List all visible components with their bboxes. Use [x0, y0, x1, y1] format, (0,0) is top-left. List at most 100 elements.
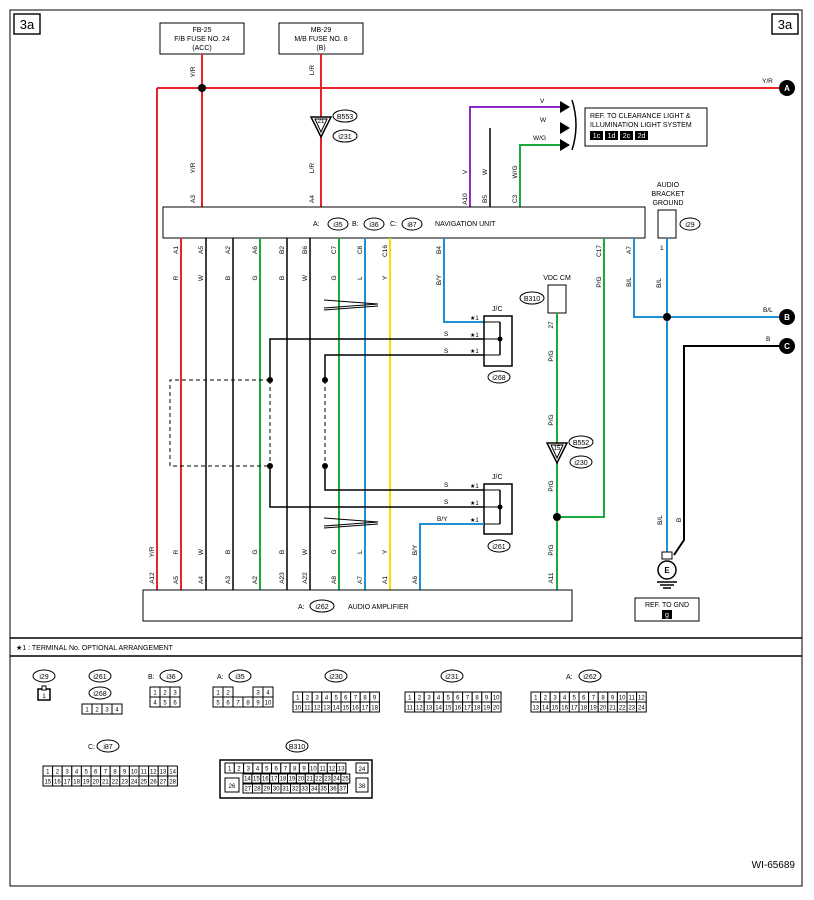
nav-top-pin-a10: A10 [462, 193, 469, 205]
conn-i230-r2-pin-11: 11 [304, 706, 311, 712]
conn-i35-r1b-pin-3: 3 [256, 691, 260, 697]
ref-gnd-code-bg [662, 610, 672, 619]
amp-wire-r: R [173, 549, 180, 554]
amp-conn-a: A: [298, 604, 305, 611]
conn-b310-r3-pin-29: 29 [263, 787, 270, 793]
amp-wire-by: B/Y [412, 544, 419, 555]
page-tag-left-text: 3a [20, 17, 35, 32]
conn-b310-r2-pin-22: 22 [315, 777, 322, 783]
right-wire-bl: B/L [763, 307, 773, 314]
conn-i230-r1-pin-8: 8 [363, 696, 367, 702]
amp-pin-a7: A7 [357, 576, 364, 584]
fuse-box-fb25 [159, 22, 245, 55]
connector-b553-symbol-inner [314, 118, 328, 134]
nav-wire-pg: P/G [596, 276, 603, 287]
jc-lower-label: J/C [492, 474, 503, 481]
conn-i262-r2-pin-16: 16 [561, 706, 568, 712]
jc-lower-s1: S [444, 482, 449, 489]
conn-i231-r2-pin-17: 17 [464, 706, 471, 712]
nav-conn-a-id: i35 [333, 222, 342, 229]
i231-tag [332, 129, 358, 143]
nav-top-wire-wg: W/G [512, 166, 519, 179]
conn-b310-r3-pin-34: 34 [311, 787, 318, 793]
nav-pin-c8: C8 [357, 245, 364, 254]
conn-i35-r2-pin-8: 8 [246, 701, 250, 707]
conn-i36-r2-cell [169, 696, 181, 708]
nav-label: NAVIGATION UNIT [435, 221, 496, 228]
conn-i262-r1-pin-6: 6 [582, 696, 586, 702]
figure-id: WI-65689 [752, 860, 796, 871]
conn-i35-r1a-pin-2: 2 [226, 691, 230, 697]
nav-pin-c17: C17 [596, 245, 603, 257]
conn-b310-right-pin: 38 [359, 784, 366, 790]
conn-b310-r2-pin-21: 21 [306, 777, 313, 783]
ground-i29-text: i29 [685, 222, 694, 229]
conn-i230-r1-pin-3: 3 [315, 696, 319, 702]
nav-conn-b-tag [363, 217, 385, 231]
i230-tag-text: i230 [574, 460, 587, 467]
conn-i35-tag [228, 669, 252, 683]
conn-i231-r2-pin-20: 20 [493, 706, 500, 712]
conn-b310-r1-pin-4: 4 [256, 767, 260, 773]
connector-marker-a [779, 80, 795, 96]
ref-gnd-code: g [665, 612, 669, 619]
conn-i36-r1-pin-3: 3 [173, 691, 177, 697]
ref-code-1d: 1d [608, 133, 616, 140]
conn-i87-r2-pin-27: 27 [160, 780, 167, 786]
nav-wire-by: B/Y [436, 274, 443, 285]
conn-b310-tag-text: B310 [289, 744, 305, 751]
jc-i261-tag-text: i261 [492, 544, 505, 551]
nav-conn-c: C: [390, 221, 397, 228]
conn-i230-r1-pin-5: 5 [335, 696, 339, 702]
conn-i230-r1-pin-7: 7 [354, 696, 358, 702]
conn-i230-r2-pin-12: 12 [314, 706, 321, 712]
jc-upper-s2: S [444, 348, 449, 355]
connector-marker-c [779, 338, 795, 354]
amp-wire-g2: G [331, 549, 338, 554]
arrow-wg [560, 139, 570, 151]
conn-i87-r1-pin-7: 7 [104, 770, 108, 776]
conn-i36-tag [159, 669, 183, 683]
amp-pin-a23: A23 [279, 572, 286, 584]
nav-pin-c7: C7 [331, 245, 338, 254]
vdc-wire-3: P/G [548, 480, 555, 491]
conn-b310-r2-pin-24: 24 [333, 777, 340, 783]
conn-i35-tag-text: i35 [235, 674, 244, 681]
conn-i230-r2-pin-18: 18 [371, 706, 378, 712]
conn-i268-pin-2: 2 [95, 708, 99, 714]
amp-pins: Y/R R W B G B W G L Y B/Y A12 A5 A4 A3 A… [149, 544, 555, 584]
marker-c-text: C [784, 342, 790, 351]
nav-pin-b4: B4 [436, 246, 443, 254]
conn-i35-r2-pin-7: 7 [236, 701, 240, 707]
vdc-wire-1: P/G [548, 350, 555, 361]
splice-yr [198, 84, 206, 92]
b552-tag-text: B552 [573, 440, 589, 447]
amp-wire-y: Y [382, 549, 389, 554]
conn-b310-r1-cell [336, 762, 347, 774]
ref-code-1c: 1c [593, 133, 601, 140]
arrow-v [560, 101, 570, 113]
conn-i262-r1-pin-11: 11 [629, 696, 636, 702]
conn-i87-r1-pin-5: 5 [85, 770, 89, 776]
conn-i87-r1-pin-10: 10 [131, 770, 138, 776]
conn-i231-r2-pin-18: 18 [474, 706, 481, 712]
conn-b310-r2-pin-20: 20 [298, 777, 305, 783]
conn-i262-prefix: A: [566, 674, 573, 681]
nav-wire-b2: B [279, 276, 286, 280]
conn-b310-r1-pin-9: 9 [302, 767, 306, 773]
ground-terminal [661, 551, 673, 560]
conn-i87-r1-pin-12: 12 [150, 770, 157, 776]
jc-i261-star3: ★1 [470, 517, 479, 524]
conn-i87-r2-pin-24: 24 [131, 780, 138, 786]
conn-i268-pin-4: 4 [115, 708, 119, 714]
fuse-mb29-line3: (B) [316, 45, 325, 52]
shield-lower-1 [269, 466, 484, 508]
marker-b-text: B [784, 313, 790, 322]
splice-bl [663, 313, 671, 321]
page-tag-right-text: 3a [778, 17, 793, 32]
conn-i230-tag-text: i230 [329, 674, 342, 681]
conn-b310-left-pin: 26 [229, 784, 236, 790]
fuse-mb29-line2: M/B FUSE NO. 8 [294, 36, 347, 43]
conn-b310-r1-pin-2: 2 [237, 767, 241, 773]
